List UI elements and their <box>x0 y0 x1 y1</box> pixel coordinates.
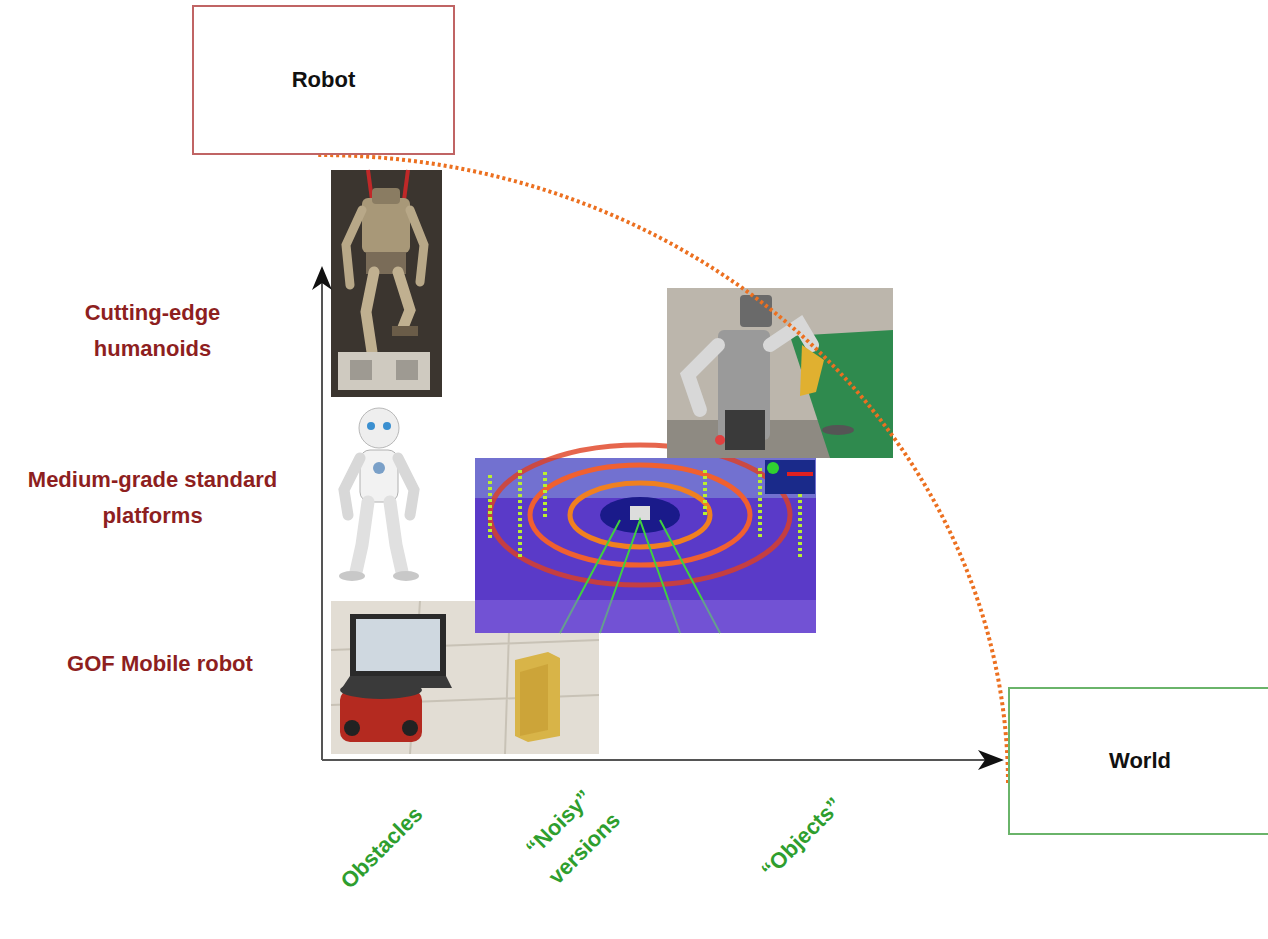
pr2-photo <box>667 288 893 458</box>
dotted-arc-connector <box>318 155 1008 785</box>
axis-level-label: Cutting-edge humanoids <box>40 295 265 368</box>
node-title: World <box>1099 744 1181 778</box>
nao-photo <box>333 400 425 585</box>
axis-category-label: “Noisy” versions <box>504 768 640 904</box>
humanoid-photo <box>331 170 442 397</box>
axis-category-label: Obstacles <box>309 775 455 921</box>
world-box: World <box>1008 687 1268 835</box>
axis-level-label: GOF Mobile robot <box>10 646 310 682</box>
node-title: Robot <box>282 63 366 97</box>
axis-level-label: Medium-grade standard platforms <box>0 462 305 535</box>
robot-box: Robot <box>192 5 455 155</box>
axis-category-label: “Objects” <box>740 776 865 901</box>
lidar-point-cloud <box>475 445 816 633</box>
axes <box>312 266 1004 770</box>
